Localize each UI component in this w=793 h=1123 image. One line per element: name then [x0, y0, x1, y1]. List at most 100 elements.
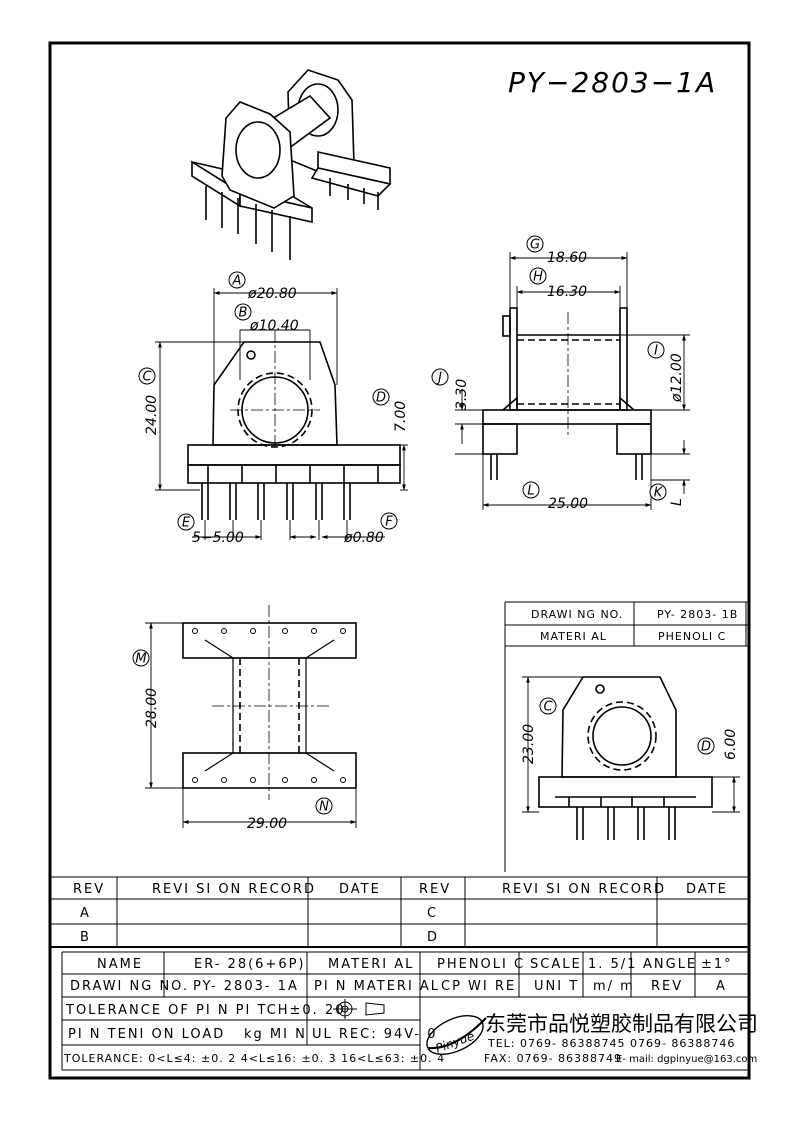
- company-name: 东莞市品悦塑胶制品有限公司: [485, 1012, 758, 1036]
- drawing-no-label: DRAWI NG NO.: [70, 979, 189, 994]
- rev-label: REV: [651, 979, 683, 994]
- unit-value: m/ m: [593, 979, 635, 994]
- callout-circle-k: [649, 483, 667, 501]
- tolerance-pin-pitch: TOLERANCE OF PI N PI TCH±0. 20: [65, 1003, 346, 1018]
- unit-label: UNI T: [534, 979, 579, 994]
- callout-letter-j: J: [435, 371, 442, 386]
- dim-C-value: 24.00: [144, 395, 160, 435]
- callout-letter-k: K: [654, 486, 664, 501]
- sheet-border: [48, 41, 751, 1080]
- name-value: ER- 28(6+6P): [194, 957, 306, 972]
- callout-circle-b: [234, 303, 252, 321]
- rev-value: A: [716, 979, 727, 994]
- callout-letter-e: E: [182, 516, 191, 531]
- dim-I-value: ø12.00: [669, 353, 685, 403]
- callout-circle-a: [228, 271, 246, 289]
- projection-symbol-icon: [333, 999, 385, 1019]
- front-view: [187, 330, 401, 520]
- revision-table-header: REV REVI SI ON RECORD DATE REV REVI SI O…: [73, 882, 728, 897]
- pin-tension-unit: kg MI N: [244, 1027, 307, 1042]
- revision-table-rows: A C B D: [80, 906, 439, 945]
- company-fax: FAX: 0769- 86388749: [484, 1052, 622, 1065]
- date-header-2: DATE: [686, 882, 728, 897]
- scale-value: 1. 5/1: [588, 957, 637, 972]
- dim-D-value: 7.00: [393, 401, 409, 432]
- callout-letter-f: F: [385, 515, 393, 530]
- revision-record-header-2: REVI SI ON RECORD: [502, 882, 666, 897]
- dim-E-value: 5−5.00: [192, 530, 244, 546]
- callout-letter-l: L: [527, 484, 534, 499]
- variant-material-value: PHENOLI C: [658, 630, 726, 643]
- side-view: [482, 307, 652, 480]
- general-tolerance: TOLERANCE: 0<L≤4: ±0. 2 4<L≤16: ±0. 3 16…: [63, 1052, 445, 1065]
- front-view-dimensions: [155, 288, 408, 540]
- table-row-rev: A: [80, 906, 91, 921]
- dim-J-value: 3.30: [454, 379, 470, 410]
- callout-letter-c: C: [142, 370, 152, 385]
- dim-L-value: 25.00: [548, 496, 588, 512]
- callout-circle-n: [315, 797, 333, 815]
- pin-tension-load: PI N TENI ON LOAD: [68, 1027, 225, 1042]
- callout-letter-d: D: [376, 391, 386, 406]
- callout-letter-c: C: [543, 700, 553, 715]
- date-header-1: DATE: [339, 882, 381, 897]
- dim-A-value: ø20.80: [247, 286, 297, 302]
- dim-B-value: ø10.40: [249, 318, 299, 334]
- callout-circle-h: [529, 267, 547, 285]
- revision-record-header-1: REVI SI ON RECORD: [152, 882, 316, 897]
- angle-label: ANGLE: [643, 957, 697, 972]
- dim-M-value: 28.00: [144, 688, 160, 728]
- rev-header-1: REV: [73, 882, 105, 897]
- table-row-rev: D: [427, 930, 439, 945]
- variant-dim-D-value: 6.00: [723, 729, 739, 760]
- callout-circle-d: [697, 737, 715, 755]
- dim-H-value: 16.30: [547, 284, 587, 300]
- angle-value: ±1°: [701, 957, 733, 972]
- variant-front-view: [538, 676, 713, 840]
- variant-dim-C-value: 23.00: [521, 724, 537, 764]
- variant-dimensions: [522, 676, 740, 813]
- callout-circle-m: [132, 649, 150, 667]
- callout-circle-g: [526, 235, 544, 253]
- part-number-title: PY−2803−1A: [508, 66, 717, 99]
- callout-letter-i: I: [654, 344, 658, 359]
- variant-drawing-no-value: PY- 2803- 1B: [657, 608, 738, 621]
- callout-circle-d: [372, 388, 390, 406]
- callout-circle-c: [539, 697, 557, 715]
- material-label: MATERI AL: [328, 957, 414, 972]
- callout-circle-c: [138, 367, 156, 385]
- dim-L-side-label: L: [669, 498, 685, 506]
- callout-letter-g: G: [530, 238, 540, 253]
- revision-table-grid: [50, 876, 749, 948]
- callout-letter-b: B: [239, 306, 248, 321]
- variant-drawing-no-label: DRAWI NG NO.: [531, 608, 623, 621]
- company-email: E- mail: dgpinyue@163.com: [616, 1054, 757, 1065]
- drawing-no-value: PY- 2803- 1A: [193, 979, 299, 994]
- material-value: PHENOLI C: [437, 957, 525, 972]
- variant-material-label: MATERI AL: [540, 630, 607, 643]
- callout-circle-l: [522, 481, 540, 499]
- top-view: [182, 605, 357, 800]
- rev-header-2: REV: [419, 882, 451, 897]
- company-tel: TEL: 0769- 86388745 0769- 86388746: [487, 1037, 735, 1050]
- scale-label: SCALE: [530, 957, 582, 972]
- callout-letter-m: M: [135, 652, 146, 667]
- title-block-grid: [61, 951, 749, 1071]
- name-label: NAME: [97, 957, 143, 972]
- callout-letter-a: A: [232, 274, 242, 289]
- table-row-rev: C: [427, 906, 438, 921]
- callout-letter-d: D: [701, 740, 711, 755]
- variant-frame: [504, 601, 749, 872]
- callout-letter-h: H: [533, 270, 543, 285]
- dim-F-value: ø0.80: [343, 530, 384, 546]
- isometric-view: [191, 69, 392, 260]
- ul-rec: UL REC: 94V- 0: [312, 1027, 438, 1042]
- side-view-dimensions: [455, 252, 690, 510]
- table-row-rev: B: [80, 930, 91, 945]
- callout-circle-e: [177, 513, 195, 531]
- pin-material-value: CP WI RE: [441, 979, 516, 994]
- callout-circle-j: [431, 368, 449, 386]
- dim-G-value: 18.60: [547, 250, 587, 266]
